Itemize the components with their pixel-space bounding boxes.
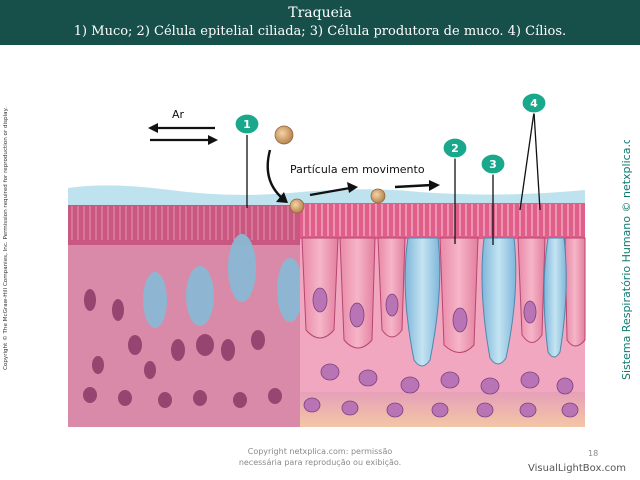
marker-1-label: 1 bbox=[243, 118, 251, 131]
page-number: 18 bbox=[588, 449, 599, 458]
micrograph-goblet-cells bbox=[143, 234, 303, 328]
brand-watermark[interactable]: VisualLightBox.com bbox=[528, 463, 626, 474]
marker-2: 2 bbox=[442, 137, 468, 159]
arrowheads bbox=[276, 180, 440, 203]
slide-header: Traqueia 1) Muco; 2) Célula epitelial ci… bbox=[0, 0, 640, 45]
illustration-nuclei bbox=[303, 287, 579, 418]
air-flow-arrows bbox=[148, 123, 218, 145]
marker-3: 3 bbox=[480, 153, 506, 175]
marker-4-label: 4 bbox=[530, 97, 538, 110]
marker-3-label: 3 bbox=[489, 158, 497, 171]
marker-4: 4 bbox=[521, 92, 547, 114]
goblet-cells bbox=[404, 237, 567, 367]
leader-lines bbox=[246, 111, 541, 245]
footer-copyright: Copyright netxplica.com: permissão neces… bbox=[200, 446, 440, 468]
marker-1: 1 bbox=[234, 113, 260, 135]
histology-micrograph bbox=[68, 205, 303, 427]
micrograph-nuclei bbox=[83, 289, 282, 408]
particle-label: Partícula em movimento bbox=[290, 163, 425, 176]
slide-subtitle: 1) Muco; 2) Célula epitelial ciliada; 3)… bbox=[73, 24, 567, 39]
slide-title: Traqueia bbox=[288, 5, 352, 21]
epithelium-illustration bbox=[300, 203, 586, 427]
footer-copyright-line1: Copyright netxplica.com: permissão bbox=[247, 447, 393, 456]
marker-2-label: 2 bbox=[451, 142, 459, 155]
particles bbox=[274, 125, 386, 214]
air-label: Ar bbox=[172, 108, 185, 121]
particle-movement-arrows bbox=[266, 149, 433, 199]
footer-copyright-line2: necessária para reprodução ou exibição. bbox=[238, 458, 402, 467]
